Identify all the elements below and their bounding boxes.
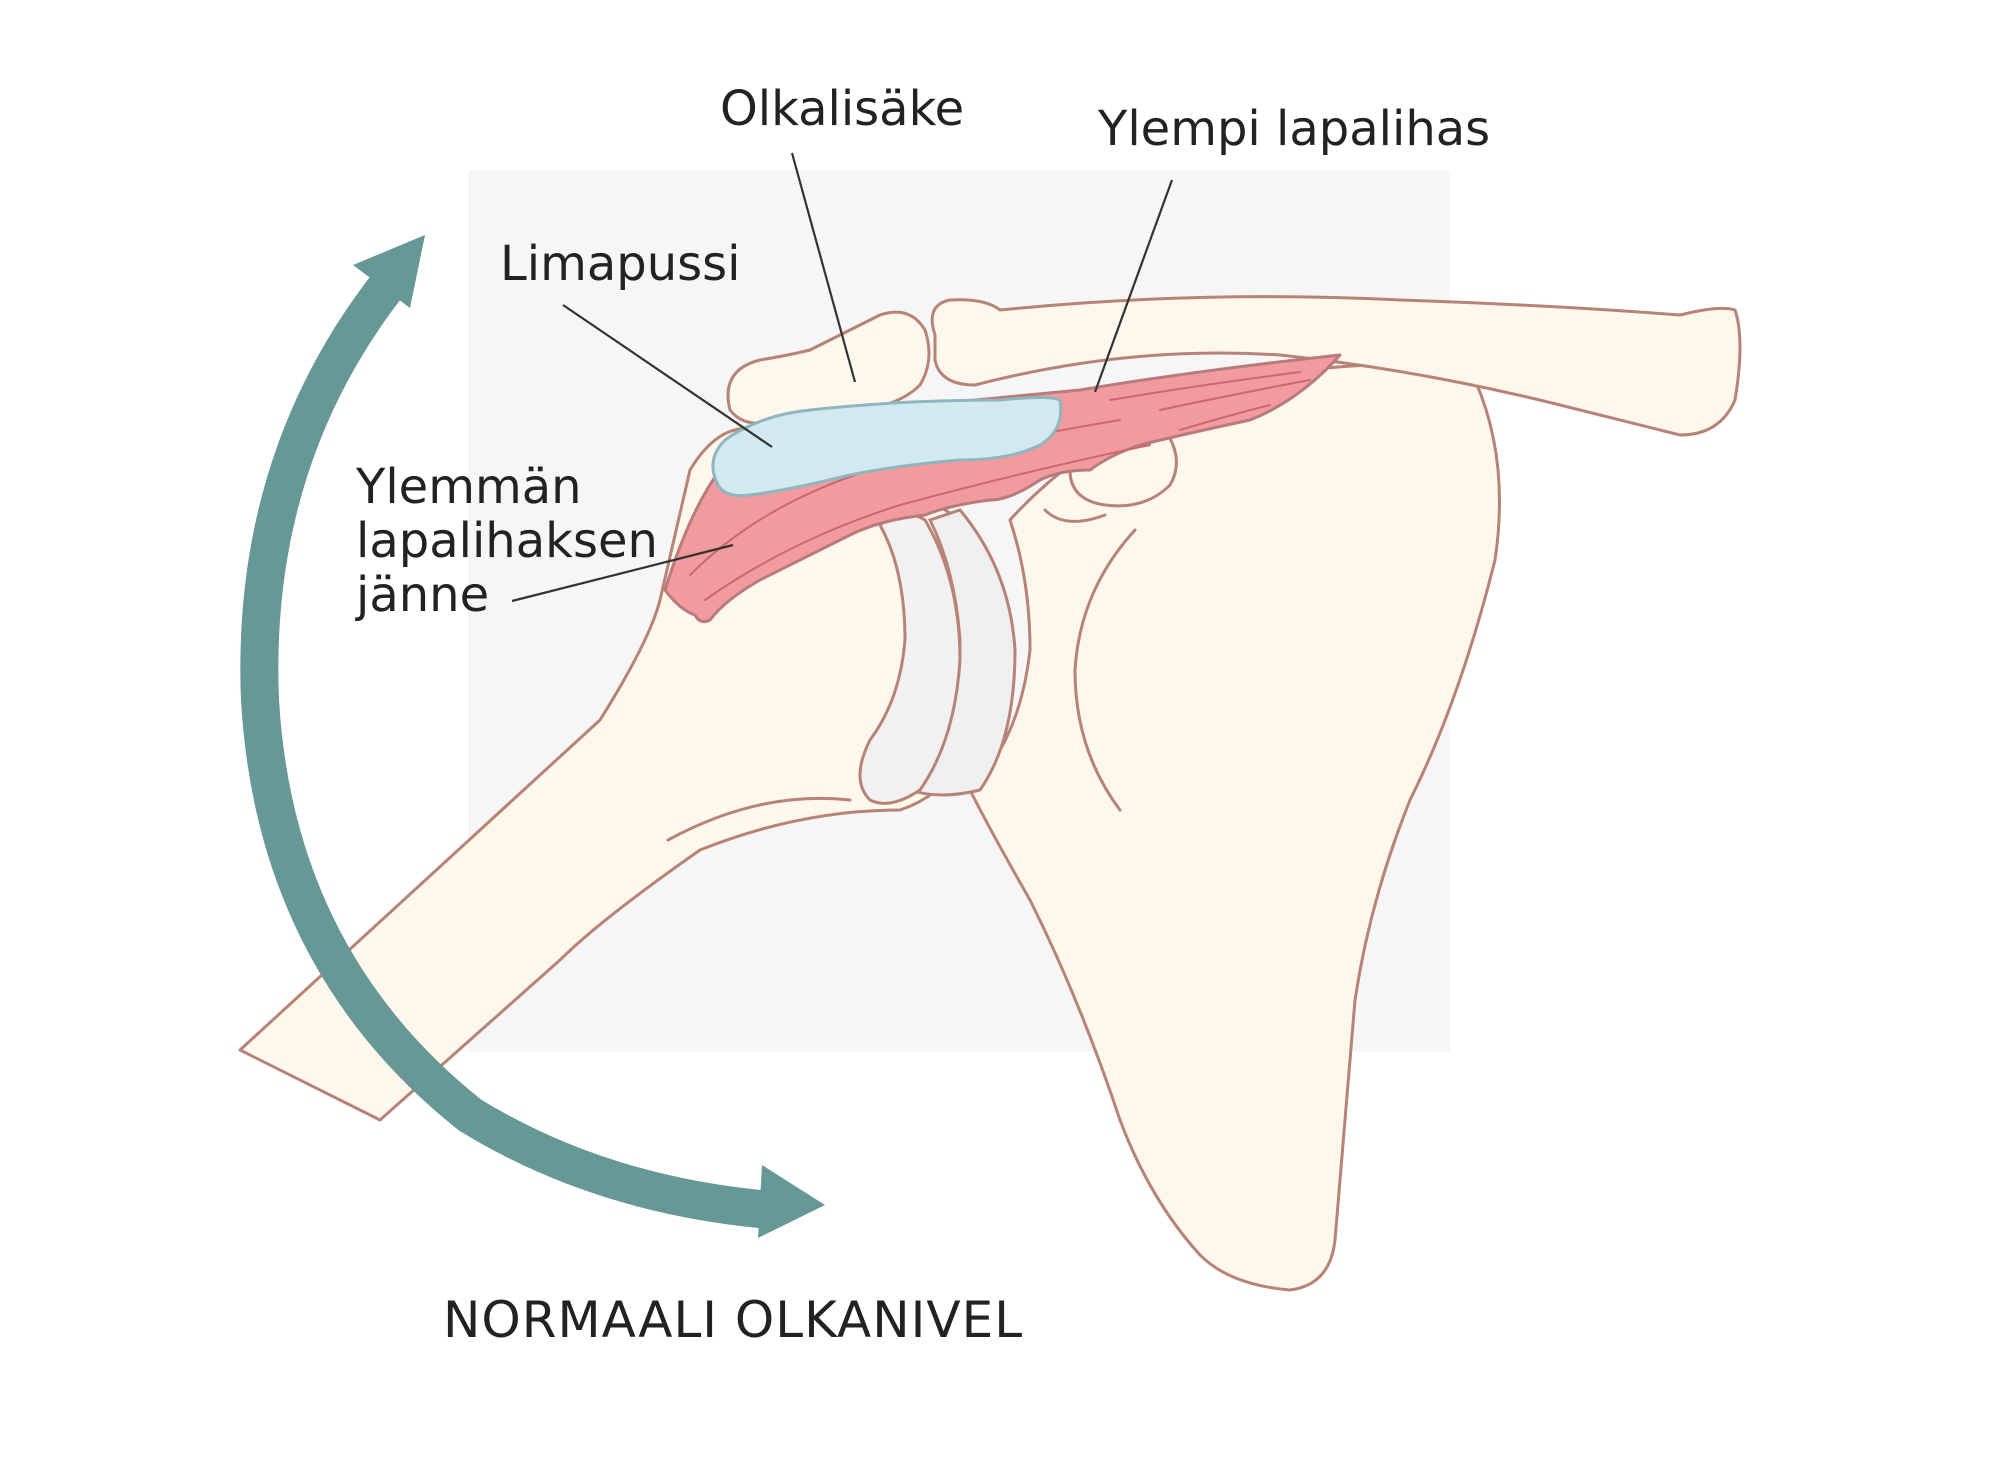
bursa-leader-line [562, 304, 773, 448]
bursa-label: Limapussi [500, 236, 741, 292]
muscle-fiber [1159, 379, 1311, 411]
supraspinatus-leader-line [1093, 179, 1174, 393]
curved-double-arrow-icon [240, 235, 825, 1238]
diagram-caption: NORMAALI OLKANIVEL [443, 1291, 1023, 1349]
muscle-fiber [1179, 404, 1271, 431]
tendon-leader-line [511, 543, 734, 603]
acromion-leader-line [790, 152, 857, 383]
coracoid-base-line [1043, 508, 1107, 523]
humeral-head [858, 512, 962, 805]
supraspinatus-label: Ylempi lapalihas [1097, 101, 1490, 157]
acromion-label: Olkalisäke [720, 81, 964, 137]
muscle-fiber [704, 444, 1151, 601]
clavicle-bone [930, 295, 1742, 437]
scapula-ridge-line [1073, 528, 1137, 812]
muscle-fiber [1109, 371, 1301, 401]
bursa [711, 396, 1063, 497]
humerus-neck-line [666, 796, 852, 842]
tendon-label-line3: jänne [355, 567, 489, 623]
tendon-label-line2: lapalihaksen [356, 513, 658, 569]
tendon-label-line1: Ylemmän [355, 459, 582, 515]
